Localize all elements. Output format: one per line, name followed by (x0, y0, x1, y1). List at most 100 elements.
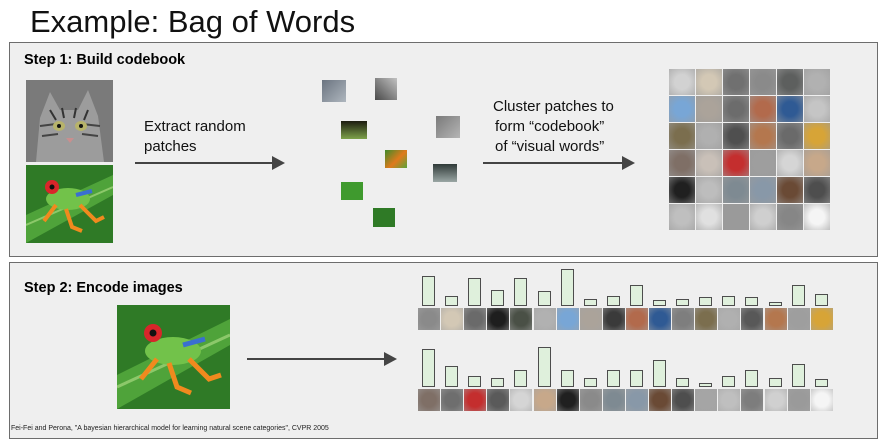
slide-title: Example: Bag of Words (30, 4, 356, 39)
histogram-bar (468, 277, 482, 306)
visual-word-swatch (810, 308, 833, 330)
patch-cat-3 (436, 116, 460, 138)
histogram-bar (791, 364, 805, 387)
histogram-bar (791, 285, 805, 306)
visual-word-swatch (672, 389, 695, 411)
codebook-cell (750, 96, 776, 122)
visual-word-swatch (718, 389, 741, 411)
codebook-cell (804, 69, 830, 95)
cluster-label-line3: of “visual words” (495, 138, 605, 155)
visual-word-swatch (464, 389, 487, 411)
codebook-cell (723, 69, 749, 95)
codebook-cell (696, 96, 722, 122)
codebook-cell (777, 123, 803, 149)
cat-image (26, 80, 113, 162)
codebook-cell (696, 69, 722, 95)
patch-cat-2 (375, 78, 397, 100)
histogram-bar (422, 276, 435, 306)
codebook-cell (804, 204, 830, 230)
visual-word-swatch (510, 308, 533, 330)
codebook-cell (696, 204, 722, 230)
codebook-cell (669, 123, 695, 149)
visual-word-swatch (533, 389, 556, 411)
histogram-bar (583, 377, 597, 387)
visual-word-swatch (718, 308, 741, 330)
codebook-cell (669, 96, 695, 122)
visual-word-swatch (787, 308, 810, 330)
visual-word-swatch (625, 389, 648, 411)
visual-word-swatch (695, 308, 718, 330)
histogram-bar (722, 295, 736, 306)
codebook-cell (804, 150, 830, 176)
extract-arrow (135, 156, 285, 170)
histogram-bar (537, 291, 551, 306)
visual-word-swatch (649, 389, 672, 411)
codebook-cell (750, 150, 776, 176)
visual-word-swatch (602, 389, 625, 411)
histogram-bar (445, 295, 459, 306)
visual-word-swatch (649, 308, 672, 330)
codebook-cell (750, 177, 776, 203)
codebook-cell (804, 123, 830, 149)
visual-word-swatch (695, 389, 718, 411)
codebook-cell (804, 96, 830, 122)
codebook-cell (723, 204, 749, 230)
visual-word-swatch (602, 308, 625, 330)
encode-arrow (247, 352, 397, 366)
visual-word-swatch (510, 389, 533, 411)
cluster-arrow (483, 156, 635, 170)
codebook-cell (669, 150, 695, 176)
codebook-cell (669, 204, 695, 230)
visual-word-swatch (764, 308, 787, 330)
visual-word-swatch (441, 389, 464, 411)
histogram-bar (583, 298, 597, 306)
patch-frog-1 (341, 121, 367, 139)
patch-frog-4 (373, 208, 395, 227)
frog-image-small (26, 165, 113, 243)
histogram-bar (676, 298, 690, 306)
codebook-cell (804, 177, 830, 203)
histogram-bar (606, 369, 620, 387)
visual-word-swatch (418, 308, 441, 330)
histogram-bar (699, 383, 713, 387)
visual-word-swatch (579, 389, 602, 411)
visual-word-swatch (741, 389, 764, 411)
visual-word-swatch (787, 389, 810, 411)
codebook-cell (750, 69, 776, 95)
visual-word-swatch (487, 308, 510, 330)
histogram-bar (560, 369, 574, 387)
extract-label-line1: Extract random (144, 118, 246, 135)
histogram-bar (537, 347, 551, 387)
codebook-cell (669, 69, 695, 95)
visual-word-swatch (741, 308, 764, 330)
histogram-2 (418, 340, 834, 412)
histogram-1 (418, 262, 834, 332)
histogram-bar (745, 369, 759, 387)
codebook-cell (723, 177, 749, 203)
visual-word-swatch (810, 389, 833, 411)
codebook-cell (777, 177, 803, 203)
codebook-cell (696, 177, 722, 203)
histogram-bar (768, 377, 782, 387)
visual-word-swatch (418, 389, 441, 411)
patch-cat-1 (322, 80, 346, 102)
step2-heading: Step 2: Encode images (24, 280, 183, 296)
histogram-bar (468, 375, 482, 387)
histogram-bar (445, 366, 459, 387)
histogram-bar (491, 289, 505, 306)
histogram-bar (653, 300, 666, 306)
codebook-cell (669, 177, 695, 203)
extract-label-line2: patches (144, 138, 197, 155)
visual-word-swatch (764, 389, 787, 411)
codebook-cell (750, 204, 776, 230)
histogram-bar (676, 377, 690, 387)
patch-frog-2 (385, 150, 407, 168)
codebook-grid (669, 69, 832, 235)
histogram-bar (514, 369, 528, 387)
histogram-bar (745, 297, 759, 306)
cluster-label-line1: Cluster patches to (493, 98, 614, 115)
visual-word-swatch (556, 389, 579, 411)
patch-cat-4 (433, 164, 457, 182)
codebook-cell (777, 150, 803, 176)
histogram-bar (699, 297, 713, 306)
